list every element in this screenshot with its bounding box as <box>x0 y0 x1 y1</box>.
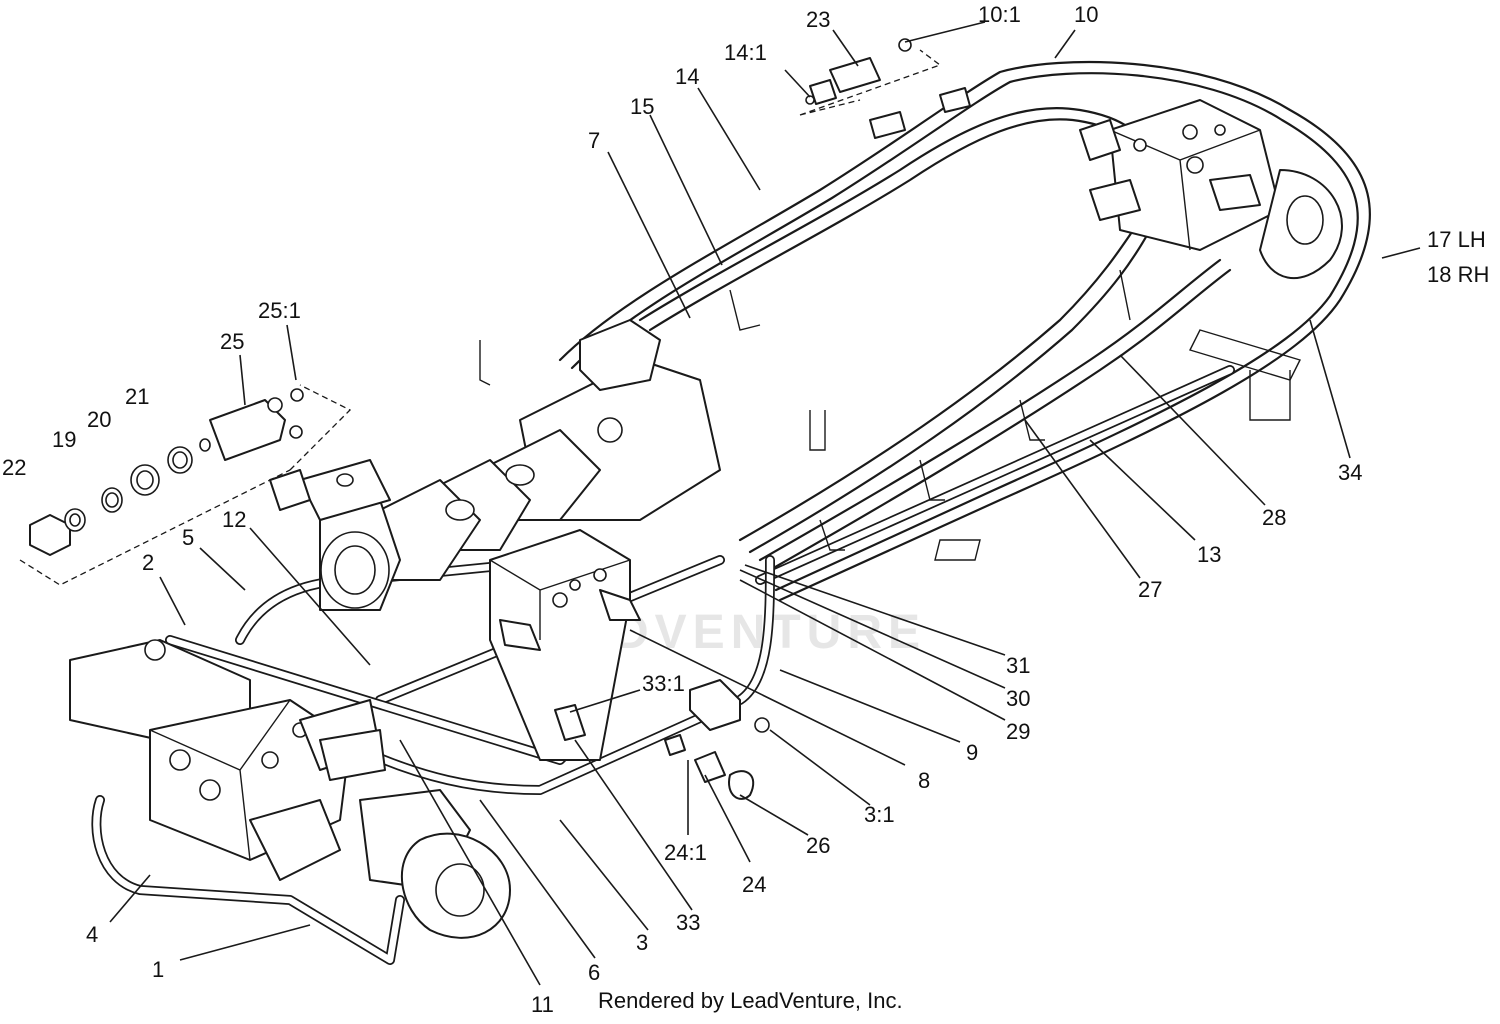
callout-33-1: 33:1 <box>642 671 685 696</box>
exploded-fitting-stack <box>19 384 352 586</box>
callout-13: 13 <box>1197 542 1221 567</box>
callout-30: 30 <box>1006 686 1030 711</box>
callout-14-1: 14:1 <box>724 40 767 65</box>
callout-4: 4 <box>86 922 98 947</box>
callout-1: 1 <box>152 957 164 982</box>
callout-29: 29 <box>1006 719 1030 744</box>
leader-lines <box>109 21 1421 986</box>
callout-31: 31 <box>1006 653 1030 678</box>
pump-assembly <box>269 319 721 611</box>
callout-24-1: 24:1 <box>664 840 707 865</box>
clamps <box>479 269 1301 561</box>
callout-26: 26 <box>806 833 830 858</box>
callout-2: 2 <box>142 550 154 575</box>
callout-3-1: 3:1 <box>864 802 895 827</box>
callout-25: 25 <box>220 329 244 354</box>
callout-3: 3 <box>636 930 648 955</box>
callout-8: 8 <box>918 768 930 793</box>
callout-27: 27 <box>1138 577 1162 602</box>
render-credit: Rendered by LeadVenture, Inc. <box>598 988 903 1013</box>
callout-21: 21 <box>125 384 149 409</box>
callout-22: 22 <box>2 455 26 480</box>
callout-33: 33 <box>676 910 700 935</box>
callout-6: 6 <box>588 960 600 985</box>
callout-20: 20 <box>87 407 111 432</box>
callout-17-lh: 17 LH <box>1427 227 1486 252</box>
callout-11: 11 <box>531 992 554 1017</box>
small-parts-group <box>554 679 770 800</box>
center-manifold <box>489 529 641 761</box>
callout-34: 34 <box>1338 460 1362 485</box>
callout-24: 24 <box>742 872 766 897</box>
callout-5: 5 <box>182 525 194 550</box>
callout-12: 12 <box>222 507 246 532</box>
hose-28-27 <box>738 218 1232 572</box>
callout-7: 7 <box>588 128 600 153</box>
callout-28: 28 <box>1262 505 1286 530</box>
callout-19: 19 <box>52 427 76 452</box>
callout-18-rh: 18 RH <box>1427 262 1489 287</box>
callout-14: 14 <box>675 64 699 89</box>
callout-23: 23 <box>806 7 830 32</box>
tube-13 <box>755 365 1235 585</box>
callout-10-1: 10:1 <box>978 2 1021 27</box>
right-manifold <box>1079 99 1343 279</box>
callout-25-1: 25:1 <box>258 298 301 323</box>
callout-9: 9 <box>966 740 978 765</box>
fitting-23 <box>799 38 971 139</box>
callout-10: 10 <box>1074 2 1098 27</box>
left-drive-assembly <box>69 639 511 939</box>
callout-15: 15 <box>630 94 654 119</box>
